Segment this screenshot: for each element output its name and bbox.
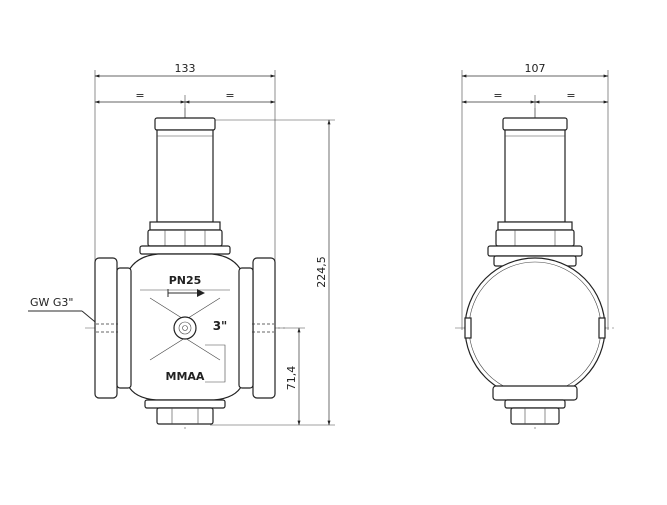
side-bottom-plug [492,385,578,425]
connection-callout: GW G3" [28,296,101,327]
front-view: 133 = = 224,5 71,4 GW G3" [28,62,335,432]
front-height-dimension: 224,5 [210,119,335,426]
gauge-port [173,316,197,340]
side-width-label: 107 [525,62,546,75]
front-height-label: 224,5 [315,256,328,288]
brand-marking: MMAA [166,370,205,383]
flow-arrow-icon [167,289,205,297]
left-flange [94,257,132,399]
pressure-rating: PN25 [169,274,202,287]
side-half-right-label: = [566,89,575,102]
side-spring-bonnet [502,117,568,223]
front-width-label: 133 [175,62,196,75]
side-view: 107 = = [455,62,615,432]
side-half-left-label: = [493,89,502,102]
connection-label: GW G3" [30,296,73,309]
spring-bonnet [154,117,216,223]
front-lower-label: 71,4 [285,366,298,391]
size-marking: 3" [213,319,228,333]
bottom-plug [144,399,226,425]
right-flange [238,257,276,399]
front-half-right-label: = [225,89,234,102]
front-half-left-label: = [135,89,144,102]
bonnet-nut [139,221,231,255]
side-round-flange [464,257,606,399]
side-width-dimension: 107 [461,62,609,330]
